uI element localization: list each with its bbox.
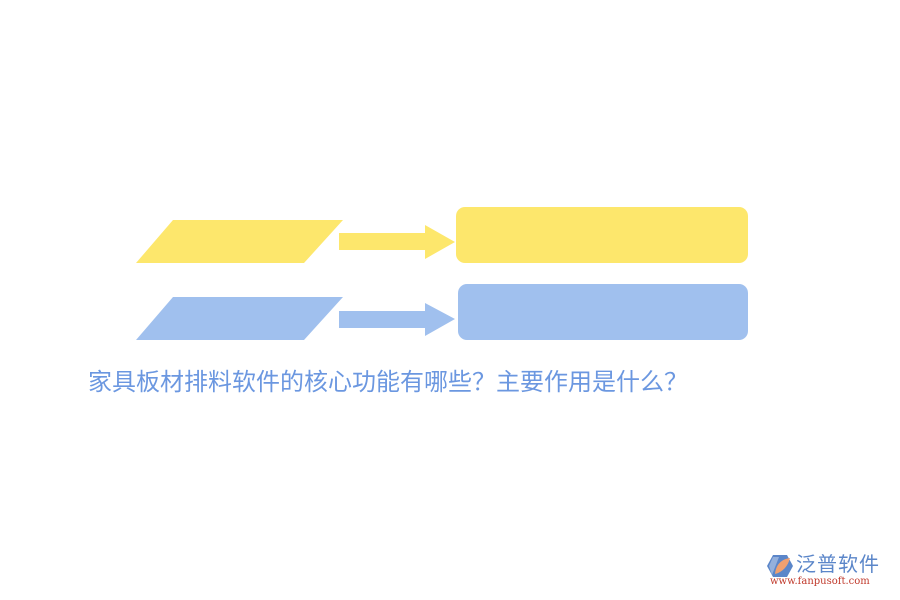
right-arrow-icon	[339, 225, 455, 259]
right-arrow-icon	[339, 303, 455, 336]
parallelogram-shape	[136, 220, 343, 263]
brand-url: www.fanpusoft.com	[770, 576, 870, 587]
brand-logo: 泛普软件 www.fanpusoft.com	[766, 552, 896, 592]
page-title: 家具板材排料软件的核心功能有哪些？主要作用是什么？	[88, 368, 688, 396]
fanpu-logo-icon	[767, 555, 793, 577]
diagram-row-1	[136, 207, 748, 263]
parallelogram-shape	[136, 297, 343, 340]
diagram-row-2	[136, 284, 748, 340]
rounded-box	[458, 284, 748, 340]
brand-name: 泛普软件	[796, 552, 880, 576]
rounded-box	[456, 207, 748, 263]
